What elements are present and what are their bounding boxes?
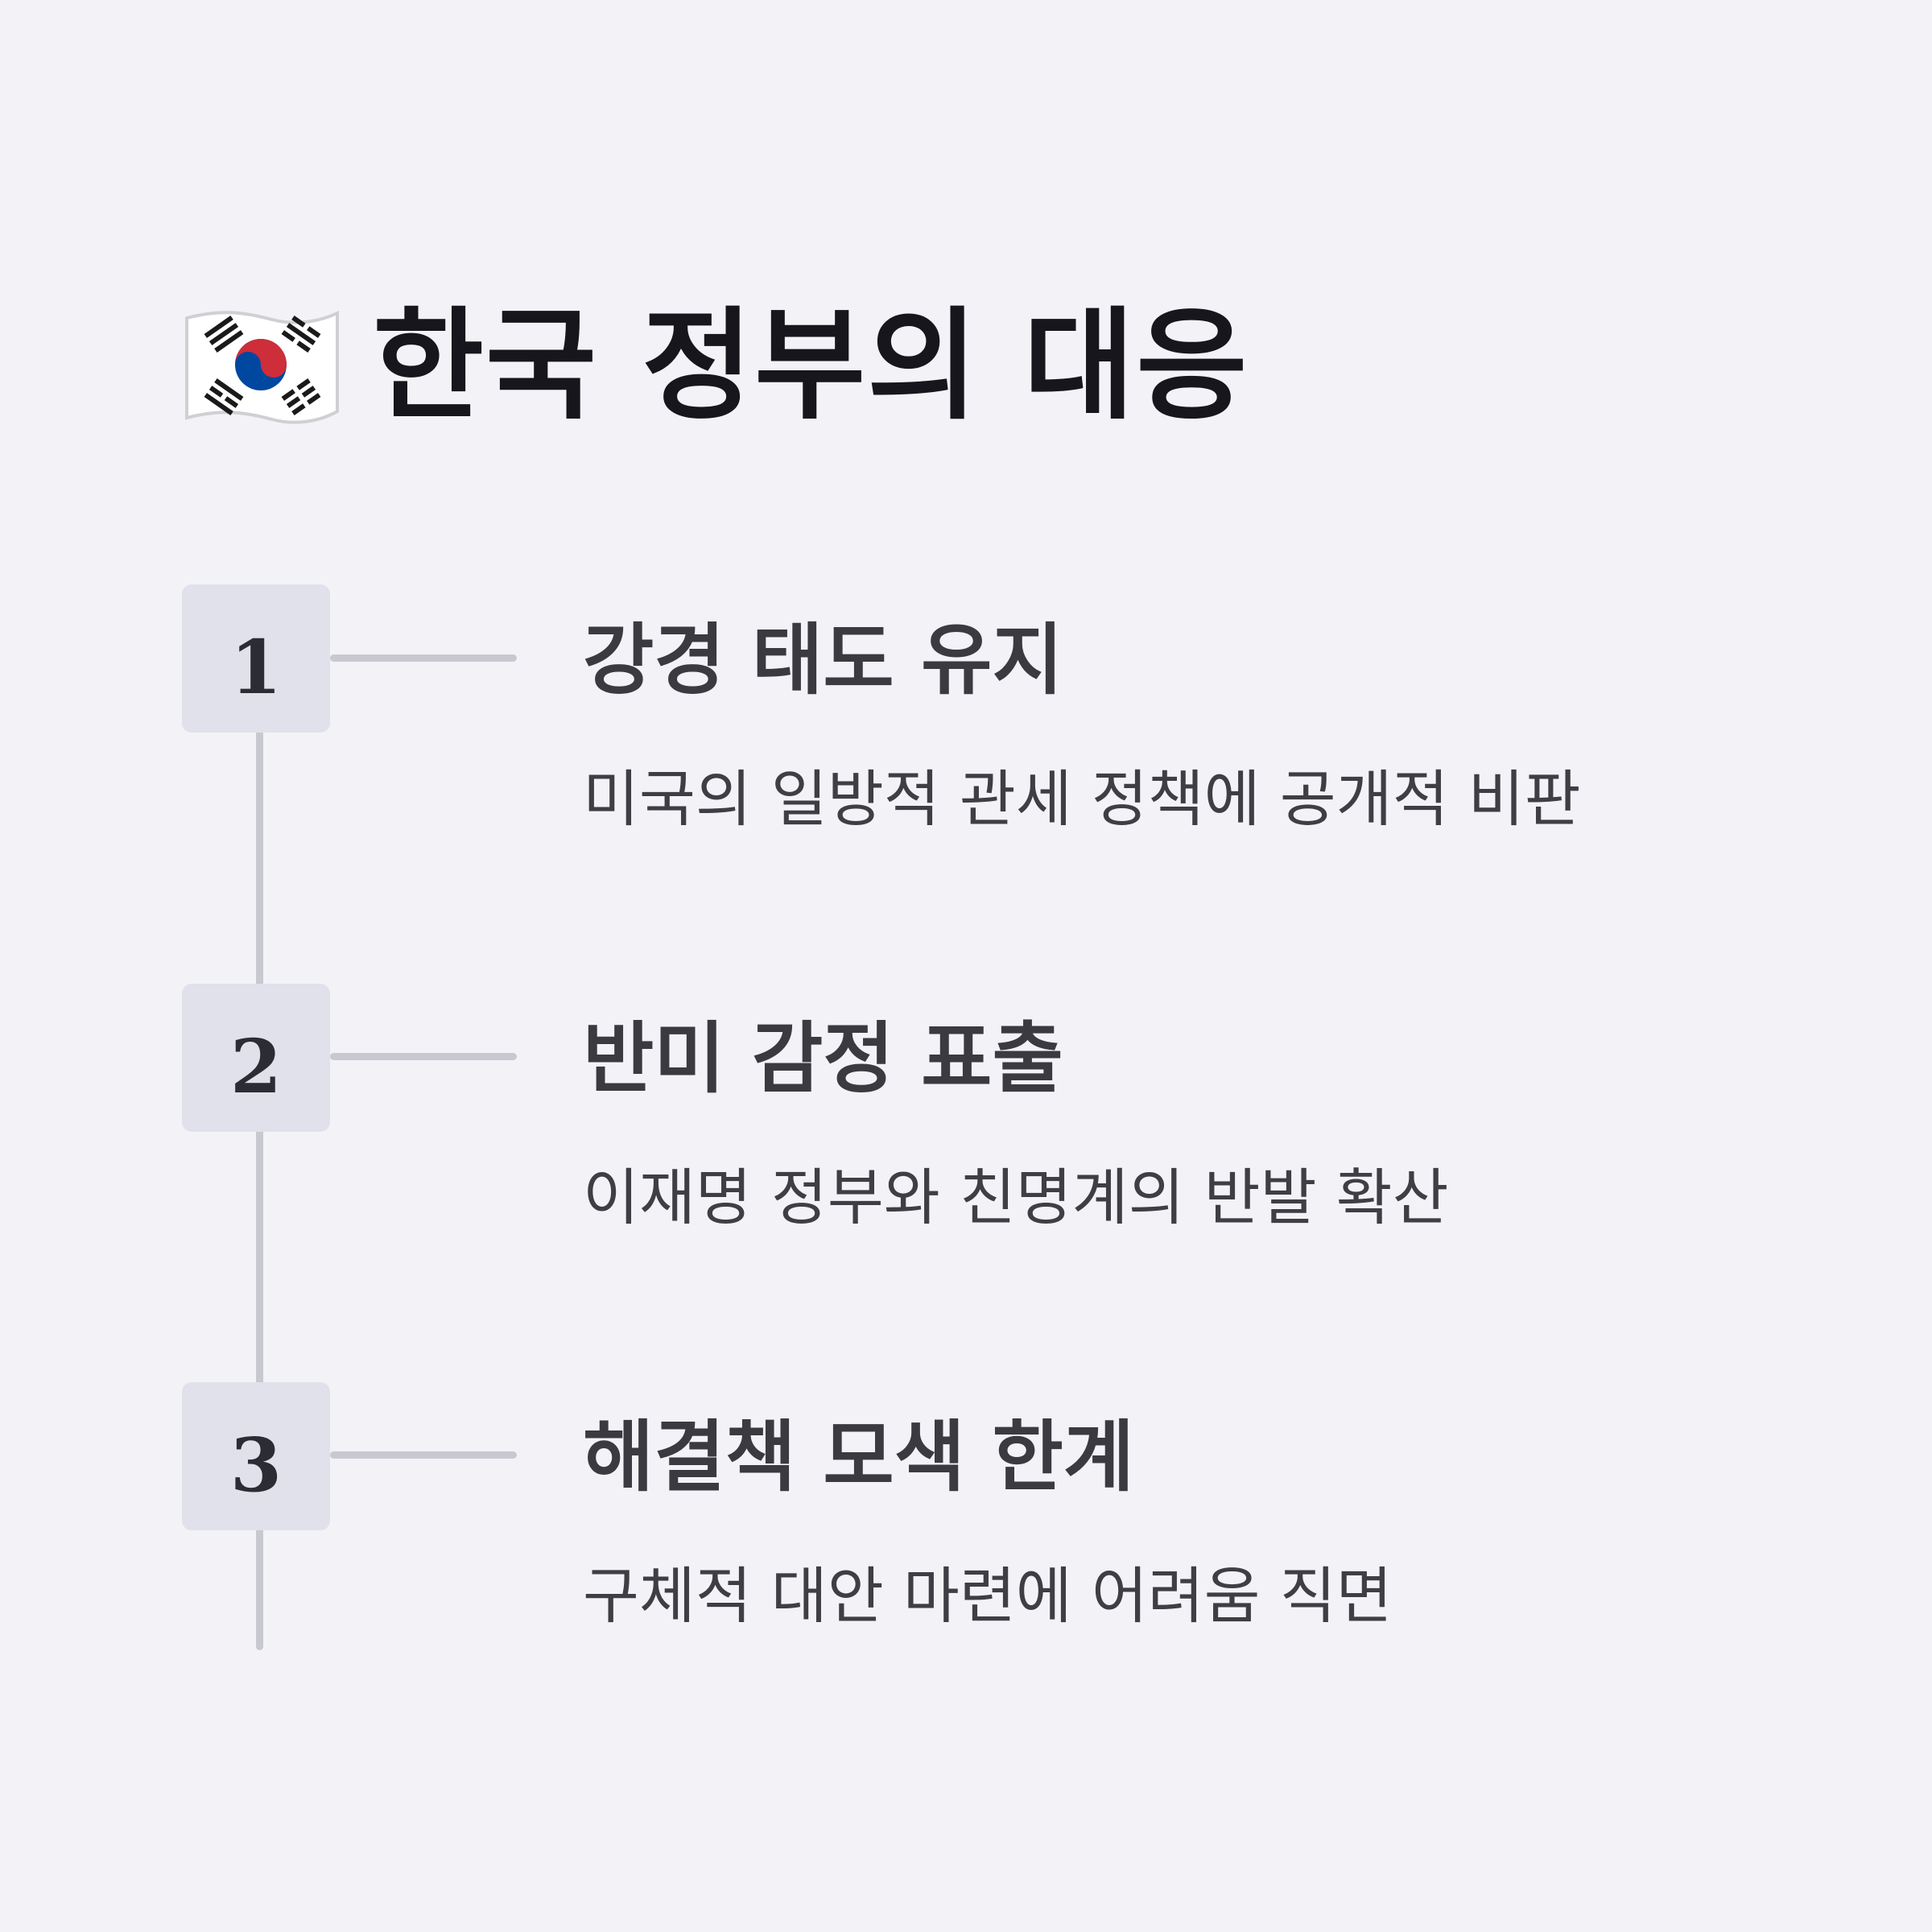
step-number-box: 3 (182, 1382, 330, 1530)
step-connector (330, 1451, 517, 1459)
step-title: 해결책 모색 한계 (583, 1412, 1135, 1502)
step-number-box: 1 (182, 584, 330, 733)
step-description: 구체적 대안 마련에 어려움 직면 (583, 1560, 1393, 1632)
step-description: 미국의 일방적 관세 정책에 공개적 비판 (583, 763, 1581, 835)
step-connector (330, 1053, 517, 1060)
step-title: 반미 감정 표출 (583, 1013, 1063, 1104)
page-header: 한국 정부의 대응 (184, 286, 1249, 447)
step-connector (330, 654, 517, 662)
step-title: 강경 태도 유지 (583, 615, 1063, 705)
step-description: 이재명 정부와 친명계의 반발 확산 (583, 1162, 1449, 1233)
step-number: 3 (229, 1422, 282, 1509)
step-number: 1 (229, 624, 282, 711)
step-number: 2 (229, 1023, 282, 1110)
page-title: 한국 정부의 대응 (373, 296, 1249, 436)
step-number-box: 2 (182, 984, 330, 1132)
korea-flag-icon (185, 310, 339, 424)
timeline-line (256, 724, 263, 1650)
